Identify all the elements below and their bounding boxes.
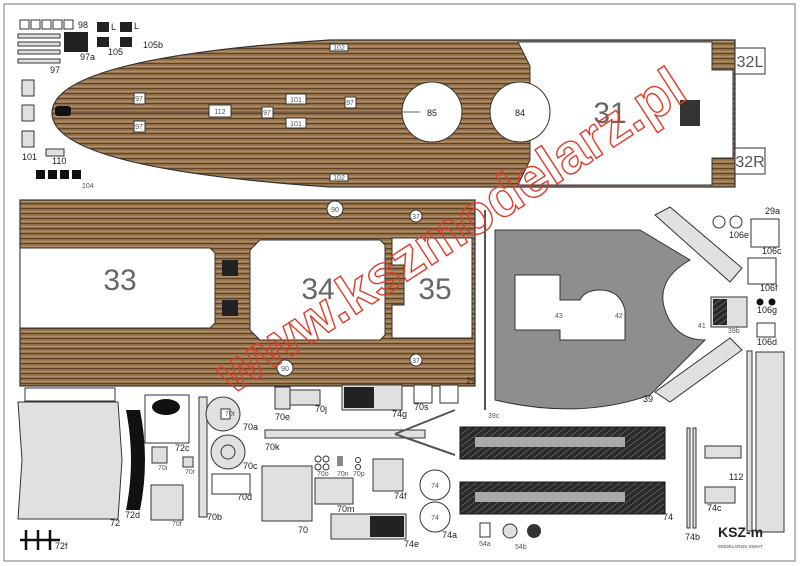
part-35: [391, 237, 473, 339]
turret-base-part: 39c 43 42 41 39 39b: [484, 206, 748, 420]
part-label: 97: [135, 124, 143, 131]
bottom-parts: 72 72d 72f 72c 70i 70r 70f 70b 70a 70t 7…: [17, 384, 743, 551]
part-label: 106g: [757, 305, 777, 315]
part-label: 70c: [243, 461, 258, 471]
part-35-label: 35: [418, 273, 451, 306]
part-label: 105: [108, 47, 123, 57]
part-label: 72f: [55, 541, 68, 551]
part-label: 74c: [707, 503, 722, 513]
part-label: 72: [110, 518, 120, 528]
part-label: 98: [78, 20, 88, 30]
part-43-label: 43: [555, 313, 563, 320]
part-84: [489, 81, 551, 143]
part-label: 54a: [479, 541, 491, 548]
part-31-label: 31: [593, 97, 626, 130]
part-33-label: 33: [103, 264, 136, 297]
part-label: 70k: [265, 442, 280, 452]
part-label: 97: [135, 96, 143, 103]
part-39c-label: 39c: [488, 413, 500, 420]
part-label: 70e: [275, 412, 290, 422]
top-left-parts: 98 97a 97 L L 105 105b 101 110 104: [17, 19, 163, 190]
part-label: 97: [263, 110, 271, 117]
part-85-label: 85: [427, 108, 437, 118]
part-32r-label: 32R: [735, 154, 764, 171]
part-label: 54b: [515, 544, 527, 551]
part-label: 70: [298, 525, 308, 535]
part-label: 74e: [404, 539, 419, 549]
part-42-label: 42: [615, 313, 623, 320]
bow-fitting: [55, 106, 71, 116]
part-label: 110: [52, 156, 66, 166]
upper-deck: 31 32L 32R 85 84 102 102 112 101 101 97 …: [51, 39, 766, 188]
part-label: 105b: [143, 40, 163, 50]
part-label: 101: [290, 97, 302, 104]
part-39-label: 39: [643, 394, 653, 404]
lower-deck: 33 34 35 90 90 37 37 29: [19, 199, 476, 387]
part-label: L: [111, 22, 116, 32]
part-84-label: 84: [515, 108, 525, 118]
part-32r: [734, 147, 766, 175]
part-90-label: 90: [281, 366, 289, 373]
part-label: 70t: [225, 411, 235, 418]
part-label: 70f: [172, 521, 182, 528]
part-label: 101: [290, 121, 302, 128]
part-label: 70r: [185, 469, 196, 476]
right-parts: 29a 106e 106c 106f 106g 106d: [712, 206, 785, 533]
part-label: 70j: [315, 404, 327, 414]
part-label: 74: [431, 515, 439, 522]
part-label: 72c: [175, 443, 190, 453]
part-33: [19, 247, 216, 329]
part-label: 74b: [685, 532, 700, 542]
part-label: 74g: [392, 409, 407, 419]
part-label: 97: [346, 100, 354, 107]
part-39b-label: 39b: [728, 328, 740, 335]
part-label: 106f: [760, 283, 778, 293]
part-label: 70n: [337, 471, 349, 478]
part-label: 74f: [394, 491, 407, 501]
part-label: 97a: [80, 52, 95, 62]
part-label: 70p: [353, 471, 365, 478]
part-29-label: 29: [466, 376, 476, 386]
part-41-label: 41: [698, 323, 706, 330]
part-34-label: 34: [301, 273, 334, 306]
part-label: 102: [333, 45, 345, 52]
part-label: 74: [431, 483, 439, 490]
part-37-label: 37: [412, 214, 420, 221]
part-label: 104: [82, 183, 94, 190]
brand-logo: KSZ-m MODELARSKI SWIAT: [718, 524, 763, 549]
part-label: L: [134, 21, 139, 31]
part-label: 72d: [125, 510, 140, 520]
part-label: 106e: [729, 230, 749, 240]
brand-tagline: MODELARSKI SWIAT: [718, 544, 763, 549]
part-label: 112: [214, 109, 225, 116]
part-label: 70i: [158, 465, 168, 472]
part-37-label: 37: [412, 358, 420, 365]
part-label: 101: [22, 152, 37, 162]
gun-barrel-label: 74: [663, 512, 673, 522]
deck-fitting: [680, 100, 700, 126]
part-label: 102: [333, 175, 345, 182]
brand-logo-text: KSZ-m: [718, 524, 763, 540]
part-32l-label: 32L: [737, 54, 764, 71]
part-label: 70o: [317, 471, 329, 478]
part-label: 70b: [207, 512, 222, 522]
part-90-label: 90: [331, 207, 339, 214]
part-label: 70a: [243, 422, 258, 432]
part-label: 112: [729, 472, 743, 482]
part-32l: [734, 47, 766, 75]
part-label: 29a: [765, 206, 780, 216]
sheet-border: [3, 3, 796, 562]
part-label: 70m: [337, 504, 355, 514]
part-34: [249, 239, 386, 341]
part-label: 70s: [414, 402, 429, 412]
part-label: 106d: [757, 337, 777, 347]
part-label: 70d: [237, 492, 252, 502]
part-label: 74a: [442, 530, 457, 540]
part-label: 97: [50, 65, 60, 75]
part-label: 106c: [762, 246, 782, 256]
